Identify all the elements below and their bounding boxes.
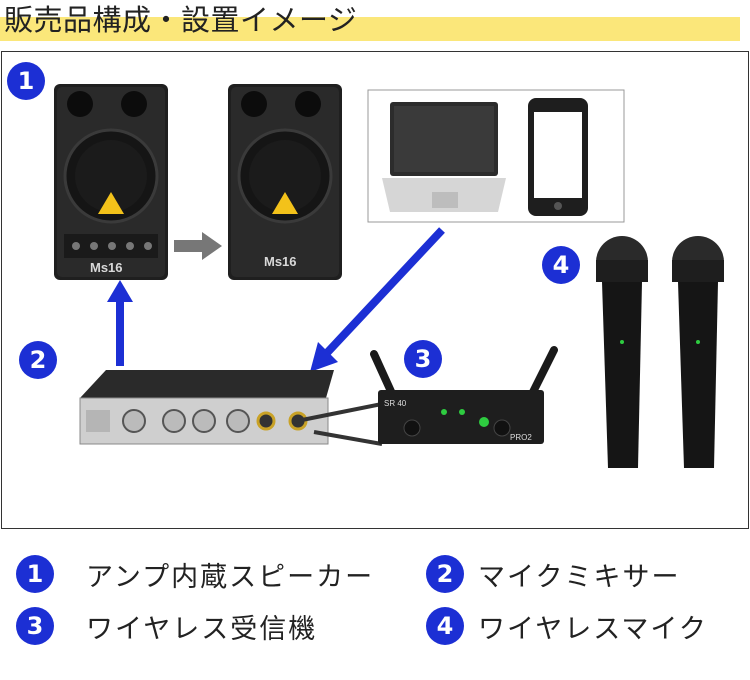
phone-icon	[528, 98, 588, 216]
page-title: 販売品構成・設置イメージ	[4, 3, 358, 37]
legend-label-4: ワイヤレスマイク	[478, 613, 708, 645]
laptop-icon	[382, 102, 506, 212]
legend-badge-2: 2	[426, 555, 464, 593]
badge-3: 3	[404, 340, 442, 378]
source-to-mixer-arrow	[310, 227, 445, 372]
legend-label-1: アンプ内蔵スピーカー	[86, 561, 375, 593]
speaker-right-model: Ms16	[264, 254, 297, 269]
legend-item-3: 3 ワイヤレス受信機	[16, 606, 317, 646]
legend-item-1: 1 アンプ内蔵スピーカー	[16, 554, 374, 594]
legend-badge-3: 3	[16, 607, 54, 645]
mixer-to-speaker-arrow	[107, 280, 133, 366]
badge-4: 4	[542, 246, 580, 284]
speaker-left-model: Ms16	[90, 260, 123, 275]
cable-2	[313, 430, 383, 446]
legend-item-2: 2 マイクミキサー	[426, 554, 680, 594]
wireless-mic-right	[672, 236, 724, 468]
receiver-model-label: SR 40	[384, 399, 407, 408]
badge-1: 1	[7, 62, 45, 100]
receiver-pro2-label: PRO2	[510, 433, 532, 442]
cable-1	[291, 402, 383, 424]
speaker-link-arrow	[174, 232, 222, 260]
diagram-graphics: Ms16 Ms16	[54, 84, 724, 468]
legend-badge-1: 1	[16, 555, 54, 593]
legend-item-4: 4 ワイヤレスマイク	[426, 606, 708, 646]
legend-label-3: ワイヤレス受信機	[86, 613, 318, 645]
heading-highlight	[0, 17, 740, 41]
legend-badge-4: 4	[426, 607, 464, 645]
speaker-left: Ms16	[54, 84, 168, 280]
section-heading: 販売品構成・設置イメージ	[0, 0, 750, 48]
speaker-right: Ms16	[228, 84, 342, 280]
mic-mixer	[79, 370, 334, 445]
wireless-receiver: SR 40 PRO2	[370, 346, 558, 444]
legend-label-2: マイクミキサー	[478, 561, 681, 593]
wireless-mic-left	[596, 236, 648, 468]
setup-diagram: 1 Ms16 Ms16	[1, 51, 749, 529]
badge-2: 2	[19, 341, 57, 379]
